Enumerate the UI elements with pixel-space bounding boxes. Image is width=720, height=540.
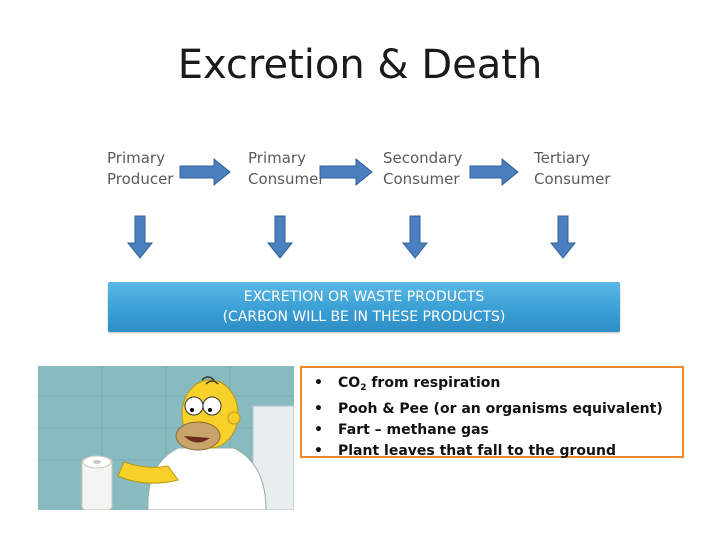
right-arrow-icon <box>469 157 519 187</box>
bullet-icon: • <box>314 375 323 391</box>
banner-line1: EXCRETION OR WASTE PRODUCTS <box>243 289 485 305</box>
node-secondary-consumer: Secondary Consumer <box>383 148 462 190</box>
list-item: • Plant leaves that fall to the ground <box>314 441 663 462</box>
right-arrow-icon <box>179 157 231 187</box>
down-arrow-icon <box>266 215 294 259</box>
down-arrow-icon <box>549 215 577 259</box>
list-item-text-rest: from respiration <box>366 375 501 391</box>
node-primary-consumer: Primary Consumer <box>248 148 325 190</box>
down-arrow-icon <box>401 215 429 259</box>
list-item: • CO2 from respiration <box>314 373 663 399</box>
banner-line2: (CARBON WILL BE IN THESE PRODUCTS) <box>222 309 506 325</box>
node-label-line2: Consumer <box>248 170 325 188</box>
bullet-icon: • <box>314 422 323 438</box>
list-item: • Fart – methane gas <box>314 420 663 441</box>
page-title: Excretion & Death <box>177 42 543 88</box>
cartoon-character-image <box>38 366 294 510</box>
list-item-text: Plant leaves that fall to the ground <box>338 443 617 459</box>
right-arrow-icon <box>319 157 373 187</box>
waste-products-banner: EXCRETION OR WASTE PRODUCTS (CARBON WILL… <box>108 282 620 332</box>
bullet-icon: • <box>314 443 323 459</box>
list-item-text: CO <box>338 375 361 391</box>
node-label-line1: Primary <box>107 149 165 167</box>
list-item-text: Fart – methane gas <box>338 422 489 438</box>
list-item-subscript: 2 <box>360 383 367 393</box>
waste-products-list: • CO2 from respiration • Pooh & Pee (or an… <box>300 366 684 459</box>
list-item: • Pooh & Pee (or an organisms equivalent) <box>314 399 663 420</box>
node-label-line2: Consumer <box>534 170 611 188</box>
node-label-line1: Primary <box>248 149 306 167</box>
node-label-line1: Secondary <box>383 149 463 167</box>
list-item-text: Pooh & Pee (or an organisms equivalent) <box>338 401 663 417</box>
node-label-line2: Producer <box>107 170 174 188</box>
down-arrow-icon <box>126 215 154 259</box>
node-label-line2: Consumer <box>383 170 460 188</box>
node-tertiary-consumer: Tertiary Consumer <box>534 148 611 190</box>
node-label-line1: Tertiary <box>534 149 591 167</box>
bullet-icon: • <box>314 401 323 417</box>
node-primary-producer: Primary Producer <box>107 148 173 190</box>
